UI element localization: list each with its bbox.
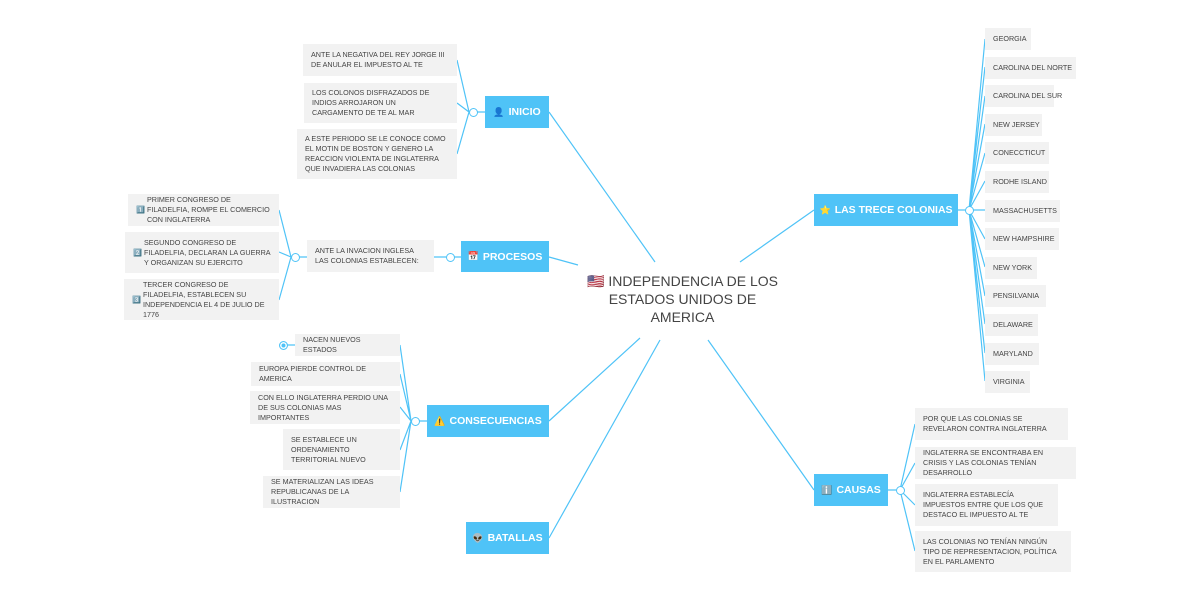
topic-batallas[interactable]: 👽BATALLAS xyxy=(466,522,549,554)
subtopic[interactable]: NACEN NUEVOS ESTADOS xyxy=(295,334,400,356)
colony-item[interactable]: DELAWARE xyxy=(985,314,1038,336)
collapse-toggle[interactable] xyxy=(411,417,420,426)
colony-item[interactable]: MASSACHUSETTS xyxy=(985,199,1060,222)
us-flag-icon: 🇺🇸 xyxy=(587,273,605,289)
calendar-icon: 📅 xyxy=(467,251,479,261)
alien-icon: 👽 xyxy=(472,532,484,543)
colony-item[interactable]: RODHE ISLAND xyxy=(985,171,1049,193)
topic-consecuencias[interactable]: ⚠️CONSECUENCIAS xyxy=(427,405,549,437)
subtopic[interactable]: CON ELLO INGLATERRA PERDIO UNA DE SUS CO… xyxy=(250,391,400,424)
subtopic[interactable]: LAS COLONIAS NO TENÍAN NINGÚN TIPO DE RE… xyxy=(915,531,1071,572)
topic-causas[interactable]: ℹ️CAUSAS xyxy=(814,474,888,506)
subtopic[interactable]: SE ESTABLECE UN ORDENAMIENTO TERRITORIAL… xyxy=(283,429,400,470)
person-icon: 👤 xyxy=(493,106,505,117)
colony-item[interactable]: CAROLINA DEL NORTE xyxy=(985,56,1076,79)
subtopic[interactable]: EUROPA PIERDE CONTROL DE AMERICA xyxy=(251,362,400,386)
subtopic[interactable]: 2️⃣ SEGUNDO CONGRESO DE FILADELFIA, DECL… xyxy=(125,232,279,273)
subtopic[interactable]: LOS COLONOS DISFRAZADOS DE INDIOS ARROJA… xyxy=(304,83,457,123)
colony-item[interactable]: NEW HAMPSHIRE xyxy=(985,228,1059,251)
subtopic[interactable]: A ESTE PERIODO SE LE CONOCE COMO EL MOTI… xyxy=(297,129,457,179)
subtopic[interactable]: POR QUE LAS COLONIAS SE REVELARON CONTRA… xyxy=(915,408,1068,440)
central-topic[interactable]: 🇺🇸 INDEPENDENCIA DE LOS ESTADOS UNIDOS D… xyxy=(587,273,778,325)
colony-item[interactable]: NEW JERSEY xyxy=(985,113,1042,136)
target-icon[interactable] xyxy=(279,341,288,350)
number-1-icon: 1️⃣ xyxy=(136,205,147,214)
collapse-toggle[interactable] xyxy=(896,486,905,495)
number-2-icon: 2️⃣ xyxy=(133,247,144,257)
subtopic[interactable]: ANTE LA INVACION INGLESA LAS COLONIAS ES… xyxy=(307,240,434,272)
colony-item[interactable]: GEORGIA xyxy=(985,28,1031,50)
collapse-toggle[interactable] xyxy=(965,206,974,215)
subtopic[interactable]: INGLATERRA SE ENCONTRABA EN CRISIS Y LAS… xyxy=(915,447,1076,479)
info-icon: ℹ️ xyxy=(821,484,833,495)
warning-icon: ⚠️ xyxy=(434,415,446,426)
star-icon: ⭐ xyxy=(819,204,831,215)
subtopic[interactable]: ANTE LA NEGATIVA DEL REY JORGE III DE AN… xyxy=(303,44,457,76)
collapse-toggle[interactable] xyxy=(291,253,300,262)
colony-item[interactable]: CAROLINA DEL SUR xyxy=(985,85,1062,108)
collapse-toggle[interactable] xyxy=(469,108,478,117)
subtopic[interactable]: 1️⃣ PRIMER CONGRESO DE FILADELFIA, ROMPE… xyxy=(128,194,279,226)
colony-item[interactable]: VIRGINIA xyxy=(985,371,1030,394)
collapse-toggle[interactable] xyxy=(446,253,455,262)
topic-inicio[interactable]: 👤INICIO xyxy=(485,96,549,128)
subtopic[interactable]: 3️⃣ TERCER CONGRESO DE FILADELFIA, ESTAB… xyxy=(124,279,279,320)
topic-trece-colonias[interactable]: ⭐LAS TRECE COLONIAS xyxy=(814,194,958,226)
number-3-icon: 3️⃣ xyxy=(132,294,143,304)
colony-item[interactable]: MARYLAND xyxy=(985,342,1039,365)
topic-procesos[interactable]: 📅PROCESOS xyxy=(461,241,549,272)
colony-item[interactable]: PENSILVANIA xyxy=(985,285,1046,308)
colony-item[interactable]: CONECCTICUT xyxy=(985,142,1049,165)
colony-item[interactable]: NEW YORK xyxy=(985,256,1037,279)
subtopic[interactable]: INGLATERRA ESTABLECÍA IMPUESTOS ENTRE QU… xyxy=(915,484,1058,526)
subtopic[interactable]: SE MATERIALIZAN LAS IDEAS REPUBLICANAS D… xyxy=(263,476,400,508)
